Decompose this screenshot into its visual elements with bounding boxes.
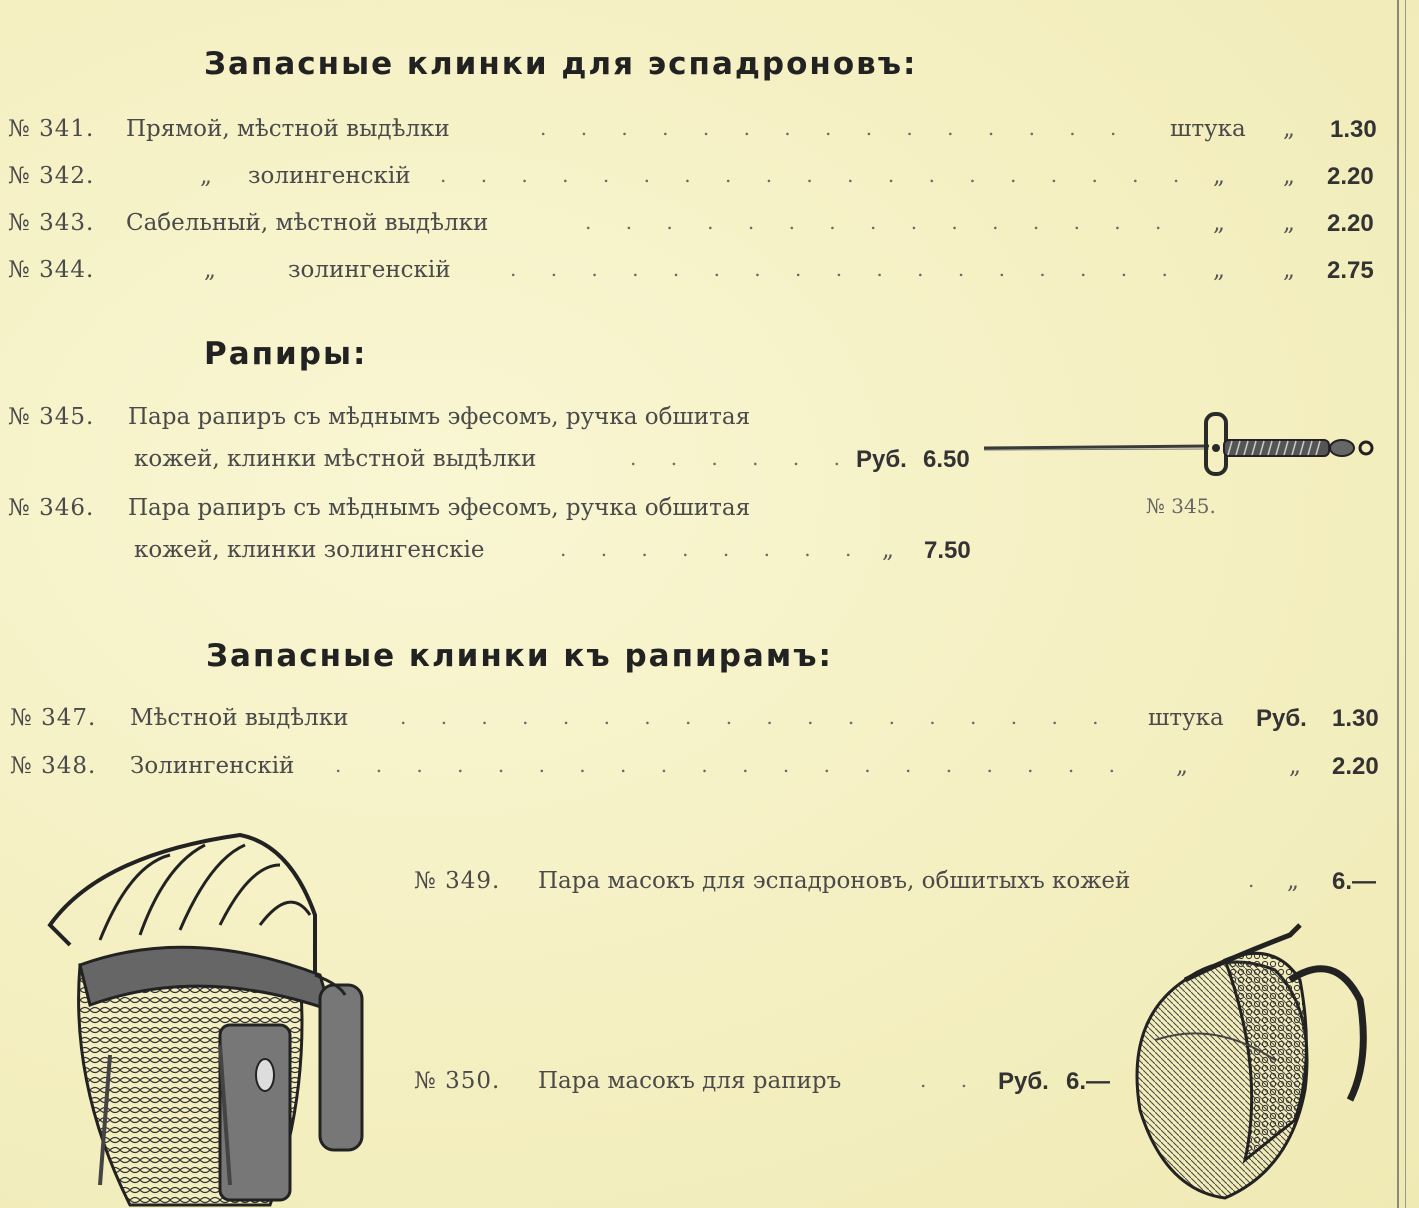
leader-dots: . . . . . . . . . . . . . . . . . . . . …	[510, 257, 1180, 281]
item-350: № 350. Пара масокъ для рапиръ . . Руб. 6…	[0, 1068, 1130, 1102]
leader-dots: . . . . . . . . . . . . . . . . . . . . …	[585, 210, 1185, 234]
item-unit: штука	[1148, 705, 1224, 731]
leader-dots: . . . . . . . . . . . . . . . . . . . . …	[540, 116, 1150, 140]
item-number: № 345.	[8, 404, 95, 430]
item-number: № 347.	[10, 705, 97, 731]
item-price: 2.75	[1327, 257, 1374, 284]
currency-ditto: „	[1289, 753, 1301, 779]
item-number: № 350.	[414, 1068, 501, 1094]
item-price: 6.50	[923, 446, 970, 473]
item-344: № 344. „ золингенскій . . . . . . . . . …	[0, 257, 1390, 291]
item-price: 2.20	[1327, 210, 1374, 237]
item-price: 6.—	[1066, 1068, 1111, 1095]
item-345-line1: № 345. Пара рапиръ съ мѣднымъ эфесомъ, р…	[0, 404, 990, 438]
item-description: Пара рапиръ съ мѣднымъ эфесомъ, ручка об…	[128, 404, 751, 430]
rapier-image-caption: № 345.	[1146, 494, 1216, 518]
item-348: № 348. Золингенскій . . . . . . . . . . …	[0, 753, 1390, 787]
item-number: № 341.	[8, 116, 95, 142]
currency-ditto: „	[1283, 163, 1295, 189]
heading-spare-espadron-blades: Запасные клинки для эспадроновъ:	[204, 46, 918, 82]
currency-ditto: „	[1287, 868, 1299, 894]
item-number: № 349.	[414, 868, 501, 894]
leader-dots: . . . . . . . . . .	[630, 446, 840, 470]
espadron-mask-illustration-icon	[47, 832, 364, 1207]
item-349: № 349. Пара масокъ для эспадроновъ, обши…	[0, 868, 1390, 902]
item-343: № 343. Сабельный, мѣстной выдѣлки . . . …	[0, 210, 1390, 244]
item-unit: „	[1176, 753, 1188, 779]
rapier-illustration-icon	[984, 412, 1374, 476]
item-unit: штука	[1170, 116, 1246, 142]
leader-dots: . .	[1248, 868, 1278, 892]
item-346-line1: № 346. Пара рапиръ съ мѣднымъ эфесомъ, р…	[0, 495, 990, 529]
heading-spare-rapier-blades: Запасные клинки къ рапирамъ:	[206, 638, 833, 674]
item-price: 6.—	[1332, 868, 1377, 895]
item-price: 2.20	[1332, 753, 1379, 780]
currency-ditto: „	[1283, 257, 1295, 283]
item-currency: Руб.	[998, 1068, 1049, 1095]
ditto-mark: „	[200, 163, 212, 189]
item-number: № 342.	[8, 163, 95, 189]
item-345-line2: кожей, клинки мѣстной выдѣлки . . . . . …	[0, 446, 990, 480]
item-347: № 347. Мѣстной выдѣлки . . . . . . . . .…	[0, 705, 1390, 739]
leader-dots: . . . . . . . . . . . . . . . . . . . . …	[440, 163, 1180, 187]
item-description: Прямой, мѣстной выдѣлки	[126, 116, 450, 142]
currency-ditto: „	[1283, 116, 1295, 142]
margin-rule	[1397, 0, 1399, 1208]
item-description: золингенскій	[248, 163, 411, 189]
item-currency: Руб.	[1256, 705, 1307, 732]
currency-ditto: „	[1283, 210, 1295, 236]
leader-dots: . .	[920, 1068, 980, 1092]
item-description: Пара рапиръ съ мѣднымъ эфесомъ, ручка об…	[128, 495, 751, 521]
item-number: № 344.	[8, 257, 95, 283]
item-price: 1.30	[1330, 116, 1377, 143]
item-price: 7.50	[924, 537, 971, 564]
item-number: № 346.	[8, 495, 95, 521]
item-description-cont: кожей, клинки золингенскіе	[134, 537, 485, 563]
item-description-cont: кожей, клинки мѣстной выдѣлки	[134, 446, 537, 472]
item-341: № 341. Прямой, мѣстной выдѣлки . . . . .…	[0, 116, 1390, 150]
heading-rapiers: Рапиры:	[204, 336, 368, 372]
leader-dots: . . . . . . . . . . . . . . . . . . . . …	[400, 705, 1130, 729]
item-346-line2: кожей, клинки золингенскіе . . . . . . .…	[0, 537, 990, 571]
ditto-mark: „	[204, 257, 216, 283]
item-unit: „	[1213, 210, 1225, 236]
leader-dots: . . . . . . . . . . . . . . . . . . . . …	[335, 753, 1135, 777]
item-description: Сабельный, мѣстной выдѣлки	[126, 210, 489, 236]
item-price: 1.30	[1332, 705, 1379, 732]
item-currency: Руб.	[856, 446, 907, 473]
item-description: Пара масокъ для эспадроновъ, обшитыхъ ко…	[538, 868, 1131, 894]
item-342: № 342. „ золингенскій . . . . . . . . . …	[0, 163, 1390, 197]
rapier-mask-illustration-icon	[1135, 923, 1367, 1200]
item-unit: „	[1213, 163, 1225, 189]
item-description: Пара масокъ для рапиръ	[538, 1068, 842, 1094]
item-number: № 343.	[8, 210, 95, 236]
leader-dots: . . . . . . . . . . . . .	[560, 537, 860, 561]
item-description: Мѣстной выдѣлки	[130, 705, 349, 731]
item-price: 2.20	[1327, 163, 1374, 190]
item-unit: „	[1213, 257, 1225, 283]
currency-ditto: „	[882, 537, 894, 563]
item-number: № 348.	[10, 753, 97, 779]
item-description: Золингенскій	[130, 753, 295, 779]
margin-rule-thin	[1405, 0, 1406, 1208]
item-description: золингенскій	[288, 257, 451, 283]
